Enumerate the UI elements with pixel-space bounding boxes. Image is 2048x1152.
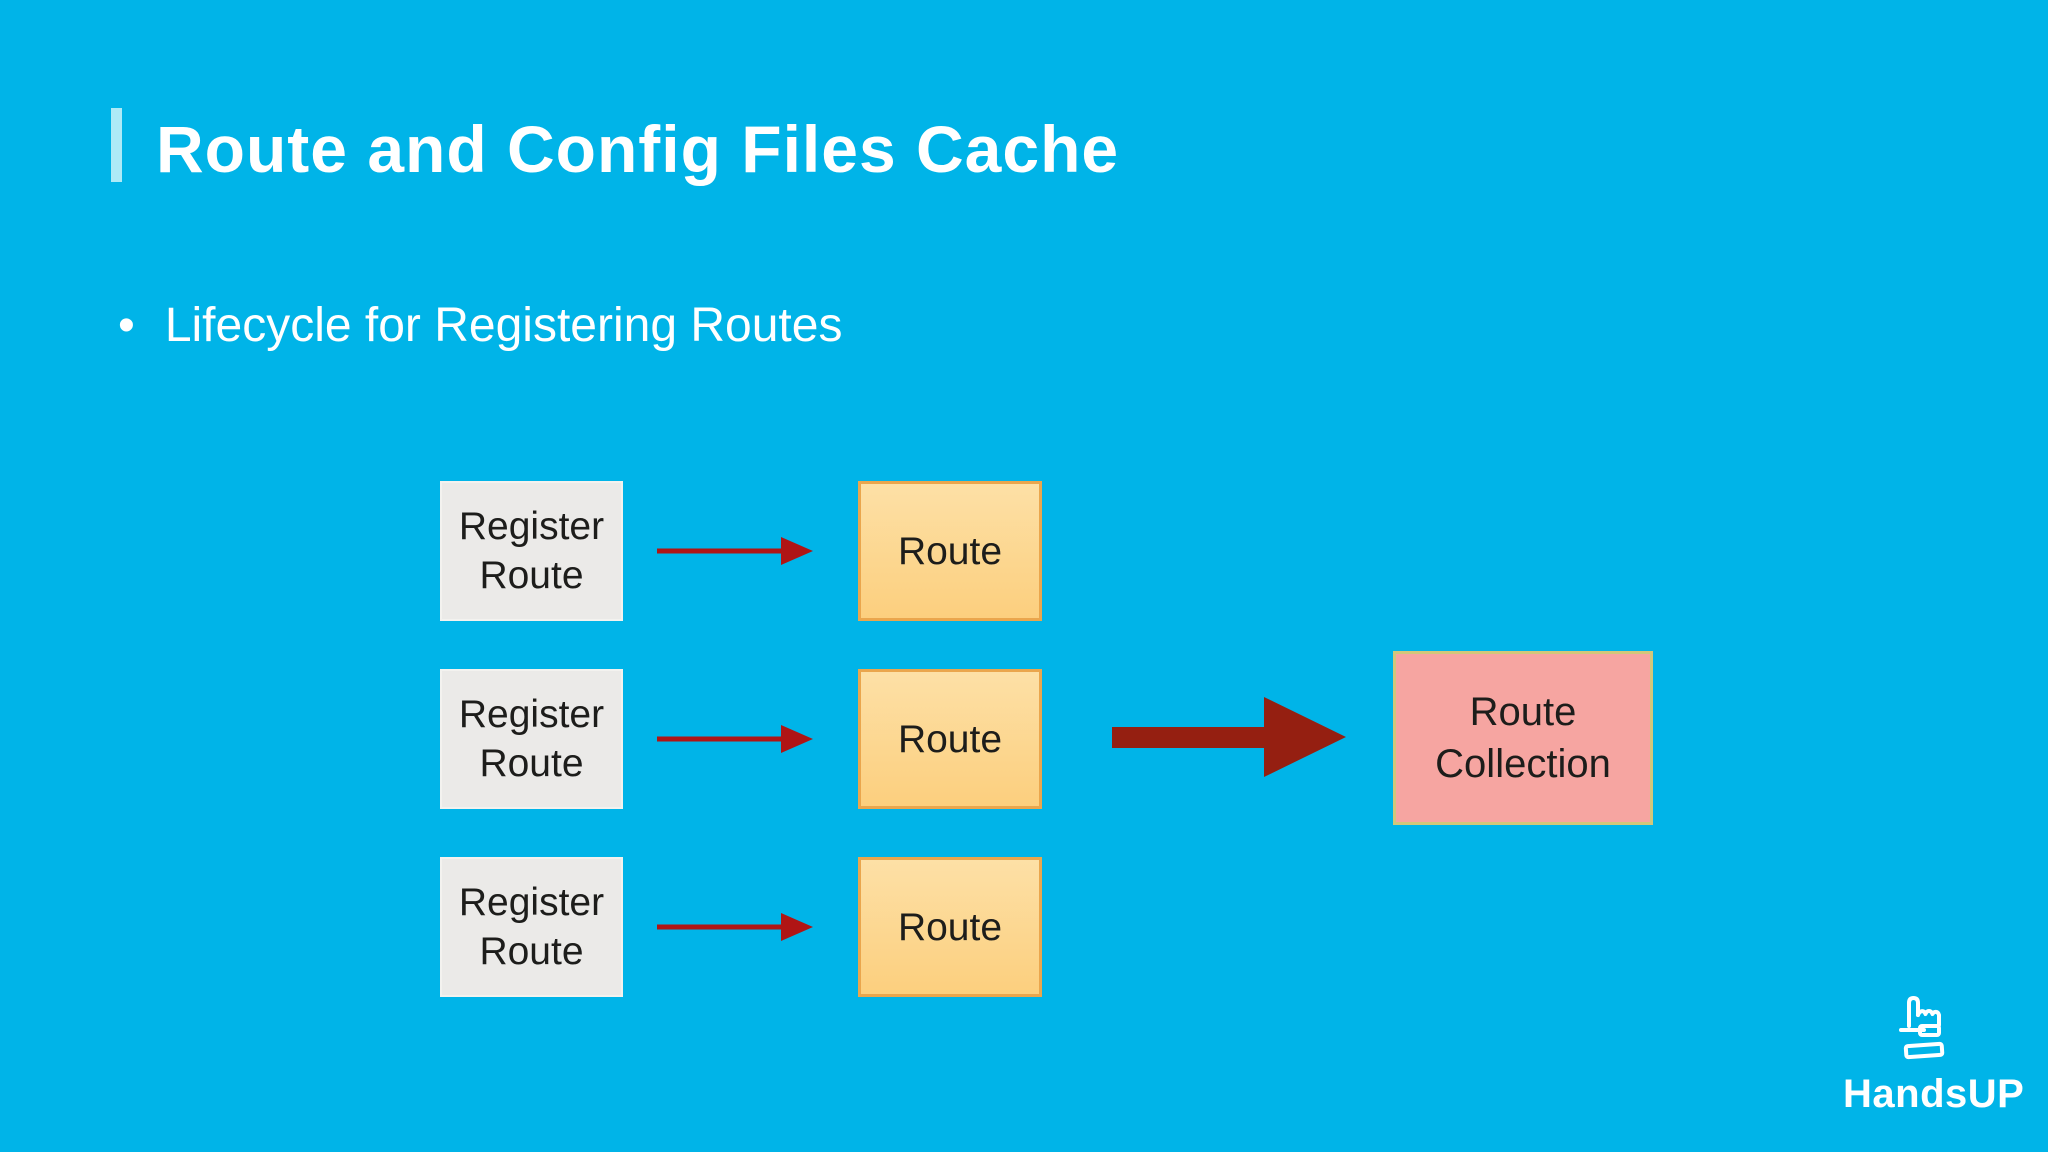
page-title: Route and Config Files Cache (156, 112, 1120, 186)
register-route-box: Register Route (440, 669, 623, 809)
route-box: Route (858, 669, 1042, 809)
register-route-box: Register Route (440, 481, 623, 621)
title-accent-bar (111, 108, 122, 182)
brand-wordmark: HandsUP (1843, 1072, 2025, 1116)
route-label: Route (897, 529, 1003, 573)
handsup-hand-icon (1899, 996, 1945, 1060)
register-route-label: Register Route (458, 881, 605, 973)
arrow-right-icon (657, 913, 813, 941)
route-collection-label: Route Collection (1435, 690, 1611, 786)
route-box: Route (858, 857, 1042, 997)
register-route-label: Register Route (458, 693, 605, 785)
route-collection-box: Route Collection (1393, 651, 1653, 825)
register-route-label: Register Route (458, 505, 605, 597)
route-label: Route (897, 905, 1003, 949)
register-route-box: Register Route (440, 857, 623, 997)
big-arrow-right-icon (1112, 697, 1346, 777)
arrow-right-icon (657, 725, 813, 753)
arrow-right-icon (657, 537, 813, 565)
route-box: Route (858, 481, 1042, 621)
bullet-dot-icon: • (118, 299, 135, 352)
bullet-text: Lifecycle for Registering Routes (164, 299, 843, 352)
bullet-item: • Lifecycle for Registering Routes (118, 300, 842, 352)
route-label: Route (897, 717, 1003, 761)
